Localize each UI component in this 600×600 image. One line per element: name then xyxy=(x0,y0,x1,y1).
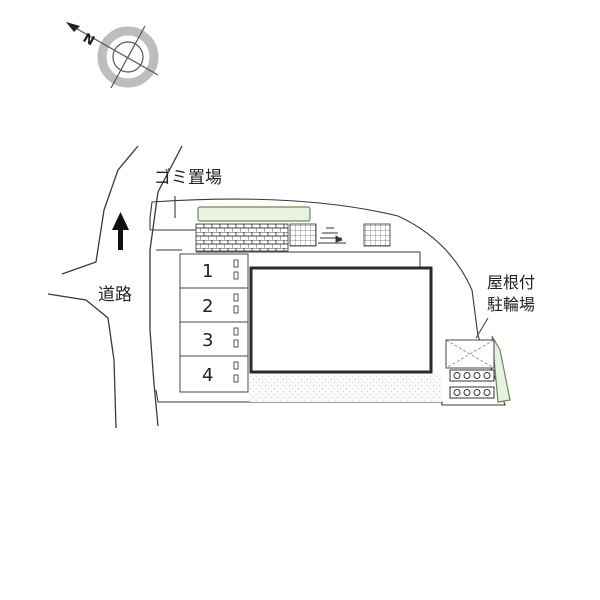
grid-paving-right xyxy=(363,223,391,247)
parking-space-number: 4 xyxy=(202,365,213,386)
arrow-up-icon xyxy=(112,212,129,250)
building xyxy=(249,266,433,374)
parking-space xyxy=(179,355,249,393)
parking-space-number: 3 xyxy=(202,330,213,351)
bicycle-racks xyxy=(449,369,495,399)
bicycle-parking-label-line1: 屋根付 xyxy=(487,273,535,292)
compass-icon xyxy=(66,22,159,89)
parking-space xyxy=(179,287,249,323)
wheel-stops xyxy=(233,259,239,383)
parking-space xyxy=(179,253,249,289)
road xyxy=(47,145,183,429)
greenery-strip-right xyxy=(491,335,511,403)
dotted-paving xyxy=(250,374,442,402)
road-label: 道路 xyxy=(98,285,132,305)
parking-space-number: 2 xyxy=(202,296,213,317)
greenery-strip-top xyxy=(197,206,311,222)
north-arrow-icon xyxy=(66,22,80,32)
parking-space xyxy=(179,321,249,357)
grid-paving xyxy=(289,223,317,247)
compass-north-label: N xyxy=(80,31,97,49)
garbage-area-label: ゴミ置場 xyxy=(154,167,222,188)
entrance-stairs xyxy=(318,227,346,244)
parking-space-number: 1 xyxy=(202,261,213,282)
bicycle-parking-label-line2: 駐輪場 xyxy=(487,295,535,314)
site-boundary xyxy=(149,198,506,406)
brick-paving xyxy=(195,223,289,252)
